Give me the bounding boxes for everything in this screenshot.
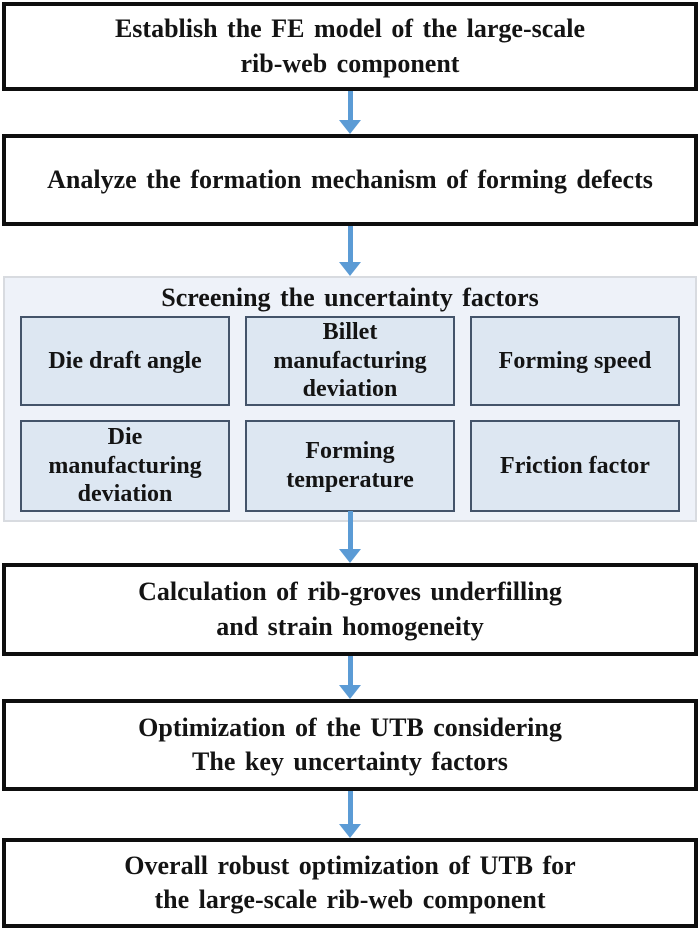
factor-box-die-manufacturing-deviation: Die manufacturing deviation [20,420,230,512]
arrow-shaft [347,656,353,685]
arrow-shaft [347,791,353,824]
step-box-utb-optimization: Optimization of the UTB considering The … [2,699,698,791]
arrow-head [339,549,361,563]
screening-panel: Screening the uncertainty factors Die dr… [3,276,697,522]
step-box-calculation-underfilling: Calculation of rib-groves underfilling a… [2,563,698,656]
step-text-overall-robust-optimization: Overall robust optimization of UTB for t… [124,850,576,914]
step-text-formation-mechanism: Analyze the formation mechanism of formi… [47,164,653,194]
arrow-head [339,262,361,276]
arrow-head [339,824,361,838]
flow-down-arrow-icon [339,226,361,276]
factor-label: Die draft angle [48,347,202,374]
factor-label: Friction factor [500,452,650,479]
step-text-fe-model: Establish the FE model of the large-scal… [114,14,586,78]
step-box-overall-robust-optimization: Overall robust optimization of UTB for t… [2,838,698,928]
arrow-shaft [347,226,353,262]
arrow-shaft [347,91,353,120]
factor-label: Forming speed [498,347,652,374]
factor-label: Forming temperature [286,438,414,493]
step-text-calculation-underfilling: Calculation of rib-groves underfilling a… [138,577,562,641]
factor-box-friction-factor: Friction factor [470,420,680,512]
step-text-utb-optimization: Optimization of the UTB considering The … [138,712,562,776]
arrow-head [339,120,361,134]
step-box-fe-model: Establish the FE model of the large-scal… [2,2,698,91]
flow-down-arrow-icon [339,91,361,134]
flow-down-arrow-icon [339,511,361,563]
flow-down-arrow-icon [339,656,361,699]
arrow-shaft [347,511,353,549]
factor-box-forming-speed: Forming speed [470,316,680,406]
flow-down-arrow-icon [339,791,361,838]
factor-grid: Die draft angle Billet manufacturing dev… [5,316,695,516]
factor-box-forming-temperature: Forming temperature [245,420,455,512]
factor-box-billet-manufacturing-deviation: Billet manufacturing deviation [245,316,455,406]
arrow-head [339,685,361,699]
screening-panel-title: Screening the uncertainty factors [161,283,539,312]
factor-label: Die manufacturing deviation [48,423,202,508]
factor-label: Billet manufacturing deviation [273,318,427,403]
step-box-formation-mechanism: Analyze the formation mechanism of formi… [2,134,698,226]
factor-box-die-draft-angle: Die draft angle [20,316,230,406]
